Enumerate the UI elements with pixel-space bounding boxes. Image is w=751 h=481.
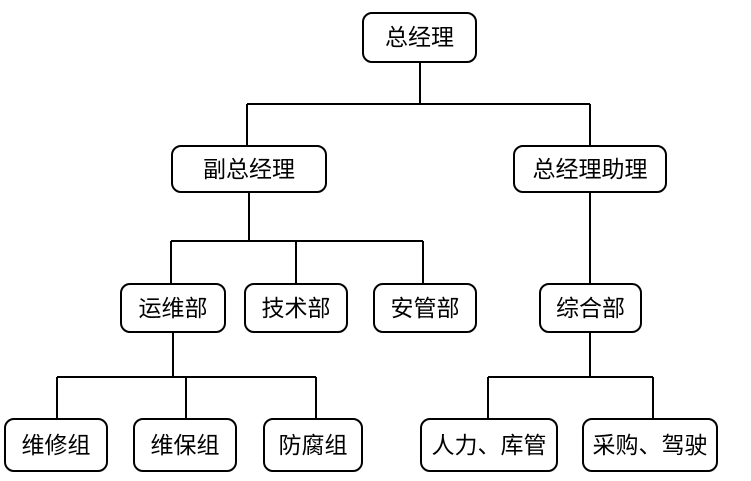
connector-gm-to-level2 xyxy=(246,63,591,145)
org-node-operations-dept: 运维部 xyxy=(120,283,226,333)
org-node-safety-dept: 安管部 xyxy=(373,283,477,333)
org-node-general-manager: 总经理 xyxy=(362,12,477,63)
connector-general-dept-to-groups xyxy=(487,333,654,418)
org-node-deputy-general-manager: 副总经理 xyxy=(171,145,327,193)
org-node-technical-dept: 技术部 xyxy=(244,283,348,333)
org-node-anticorrosion-group: 防腐组 xyxy=(263,418,363,472)
connector-operations-to-groups xyxy=(56,333,317,418)
org-node-repair-group: 维修组 xyxy=(4,418,108,472)
org-node-hr-warehouse-group: 人力、库管 xyxy=(420,418,558,472)
org-node-maintenance-group: 维保组 xyxy=(133,418,237,472)
org-node-procurement-driving-group: 采购、驾驶 xyxy=(582,418,718,472)
org-node-general-affairs-dept: 综合部 xyxy=(539,283,642,333)
connector-deputy-to-depts xyxy=(170,193,424,283)
org-node-gm-assistant: 总经理助理 xyxy=(513,145,667,193)
